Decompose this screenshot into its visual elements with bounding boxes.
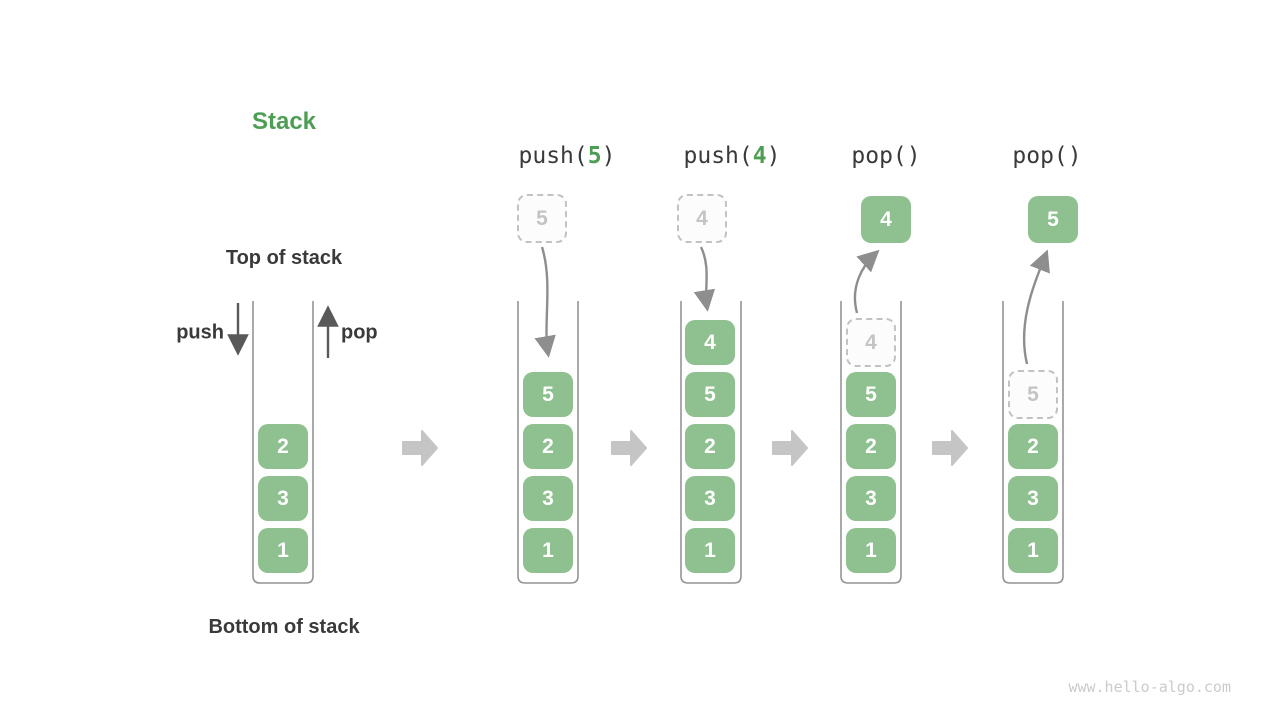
stack-element: 2 (523, 424, 573, 469)
pop-label: pop (341, 321, 378, 344)
op-text: ) (1067, 143, 1082, 169)
operation-label-push-5: push(5) (519, 143, 616, 169)
stack-element: 3 (258, 476, 308, 521)
stack-element: 1 (846, 528, 896, 573)
op-text: pop( (1012, 143, 1068, 169)
diagram-title: Stack (251, 108, 317, 135)
operation-label-push-4: push(4) (684, 143, 781, 169)
stack-element: 3 (523, 476, 573, 521)
bottom-of-stack-label: Bottom of stack (208, 616, 360, 638)
op-arg: 5 (587, 143, 602, 169)
stack-element: 4 (685, 320, 735, 365)
ghost-element: 5 (1008, 370, 1058, 419)
transition-arrow-icon (772, 430, 808, 466)
stack-element: 1 (523, 528, 573, 573)
transition-arrow-icon (932, 430, 968, 466)
op-text: ) (906, 143, 921, 169)
stack-element: 5 (846, 372, 896, 417)
watermark: www.hello-algo.com (1068, 678, 1231, 696)
stack-element: 5 (523, 372, 573, 417)
op-arg: 4 (752, 143, 767, 169)
op-text: push( (683, 143, 753, 169)
stack-element: 2 (685, 424, 735, 469)
top-of-stack-label: Top of stack (225, 247, 343, 269)
push-label: push (176, 321, 224, 344)
stack-element: 5 (685, 372, 735, 417)
transition-arrow-icon (402, 430, 438, 466)
stack-element: 2 (846, 424, 896, 469)
stack-element: 3 (685, 476, 735, 521)
stack-element: 3 (846, 476, 896, 521)
pop-move-arrow (853, 249, 880, 314)
transition-arrow-icon (611, 430, 647, 466)
popped-element: 5 (1028, 196, 1078, 243)
incoming-element: 4 (677, 194, 727, 243)
incoming-element: 5 (517, 194, 567, 243)
op-text: ) (601, 143, 616, 169)
push-move-arrow (534, 246, 556, 358)
ghost-element: 4 (846, 318, 896, 367)
op-text: pop( (851, 143, 907, 169)
push-move-arrow (693, 246, 716, 312)
pop-move-arrow (1022, 249, 1050, 365)
op-text: ) (766, 143, 781, 169)
stack-element: 2 (258, 424, 308, 469)
stack-element: 1 (258, 528, 308, 573)
stack-element: 1 (685, 528, 735, 573)
operation-label-pop-1: pop() (851, 143, 920, 169)
popped-element: 4 (861, 196, 911, 243)
stack-element: 3 (1008, 476, 1058, 521)
stack-element: 1 (1008, 528, 1058, 573)
op-text: push( (518, 143, 588, 169)
operation-label-pop-2: pop() (1012, 143, 1081, 169)
stack-element: 2 (1008, 424, 1058, 469)
